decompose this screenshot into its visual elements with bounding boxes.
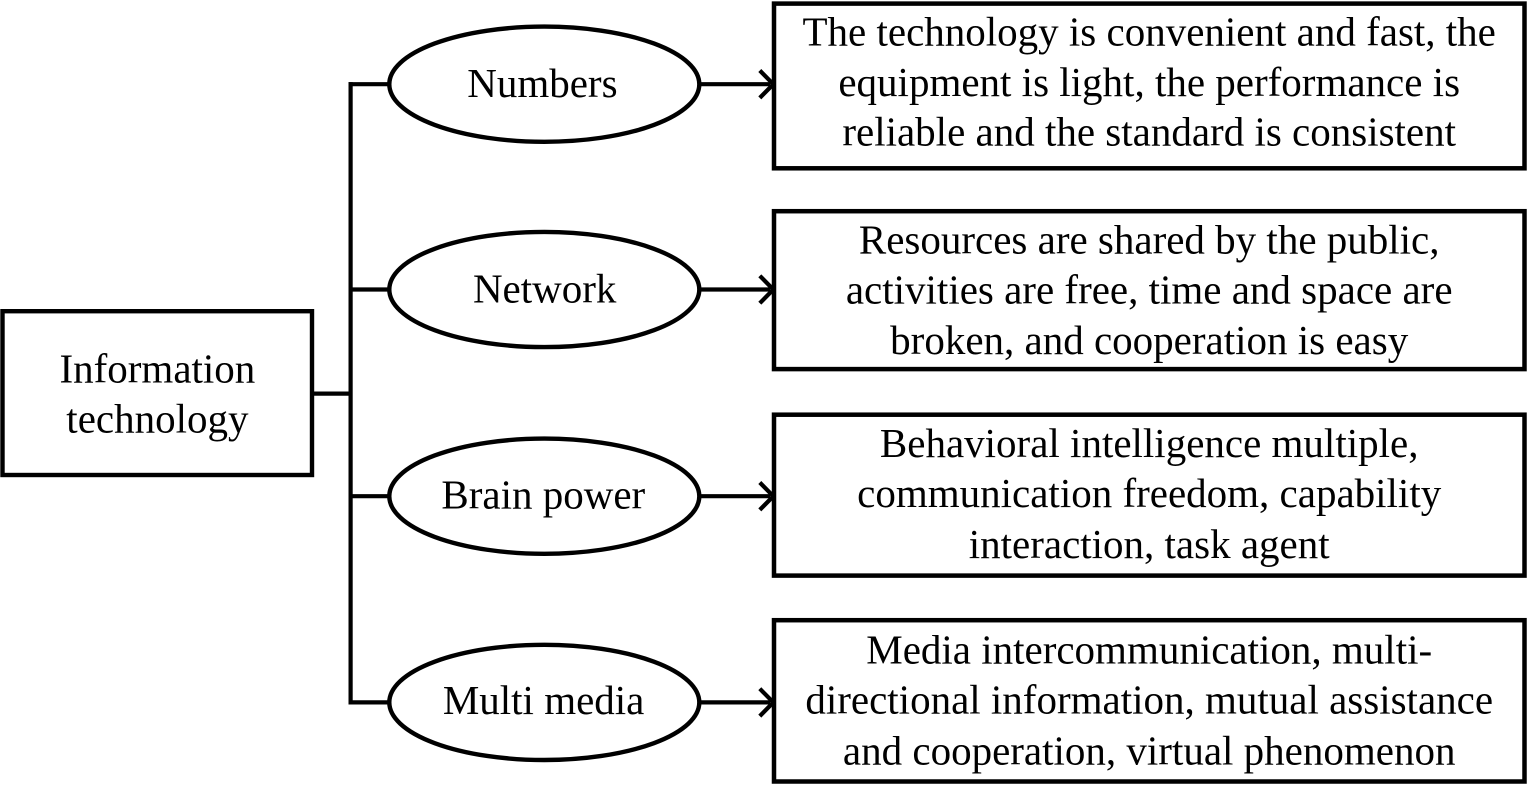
svg-text:Resources are shared by the pu: Resources are shared by the public, <box>859 217 1440 263</box>
svg-text:technology: technology <box>66 395 249 441</box>
svg-text:communication freedom, capabil: communication freedom, capability <box>857 470 1442 516</box>
svg-text:broken, and cooperation is eas: broken, and cooperation is easy <box>890 317 1409 363</box>
svg-text:interaction, task agent: interaction, task agent <box>969 521 1331 567</box>
svg-text:Behavioral intelligence multip: Behavioral intelligence multiple, <box>880 420 1419 466</box>
svg-text:directional information, mutua: directional information, mutual assistan… <box>805 677 1493 723</box>
svg-text:Information: Information <box>59 346 255 392</box>
svg-text:Media intercommunication, mult: Media intercommunication, multi- <box>866 627 1432 673</box>
svg-text:reliable and the standard is c: reliable and the standard is consistent <box>842 109 1456 155</box>
svg-text:The technology is convenient a: The technology is convenient and fast, t… <box>803 9 1496 55</box>
svg-text:Numbers: Numbers <box>467 60 617 106</box>
svg-text:Network: Network <box>473 266 617 312</box>
svg-text:activities are free, time and: activities are free, time and space are <box>846 267 1453 313</box>
svg-text:equipment is light, the perfor: equipment is light, the performance is <box>838 59 1460 105</box>
svg-text:Brain power: Brain power <box>441 472 645 518</box>
svg-text:and cooperation, virtual pheno: and cooperation, virtual phenomenon <box>843 727 1456 773</box>
svg-text:Multi media: Multi media <box>443 677 645 723</box>
